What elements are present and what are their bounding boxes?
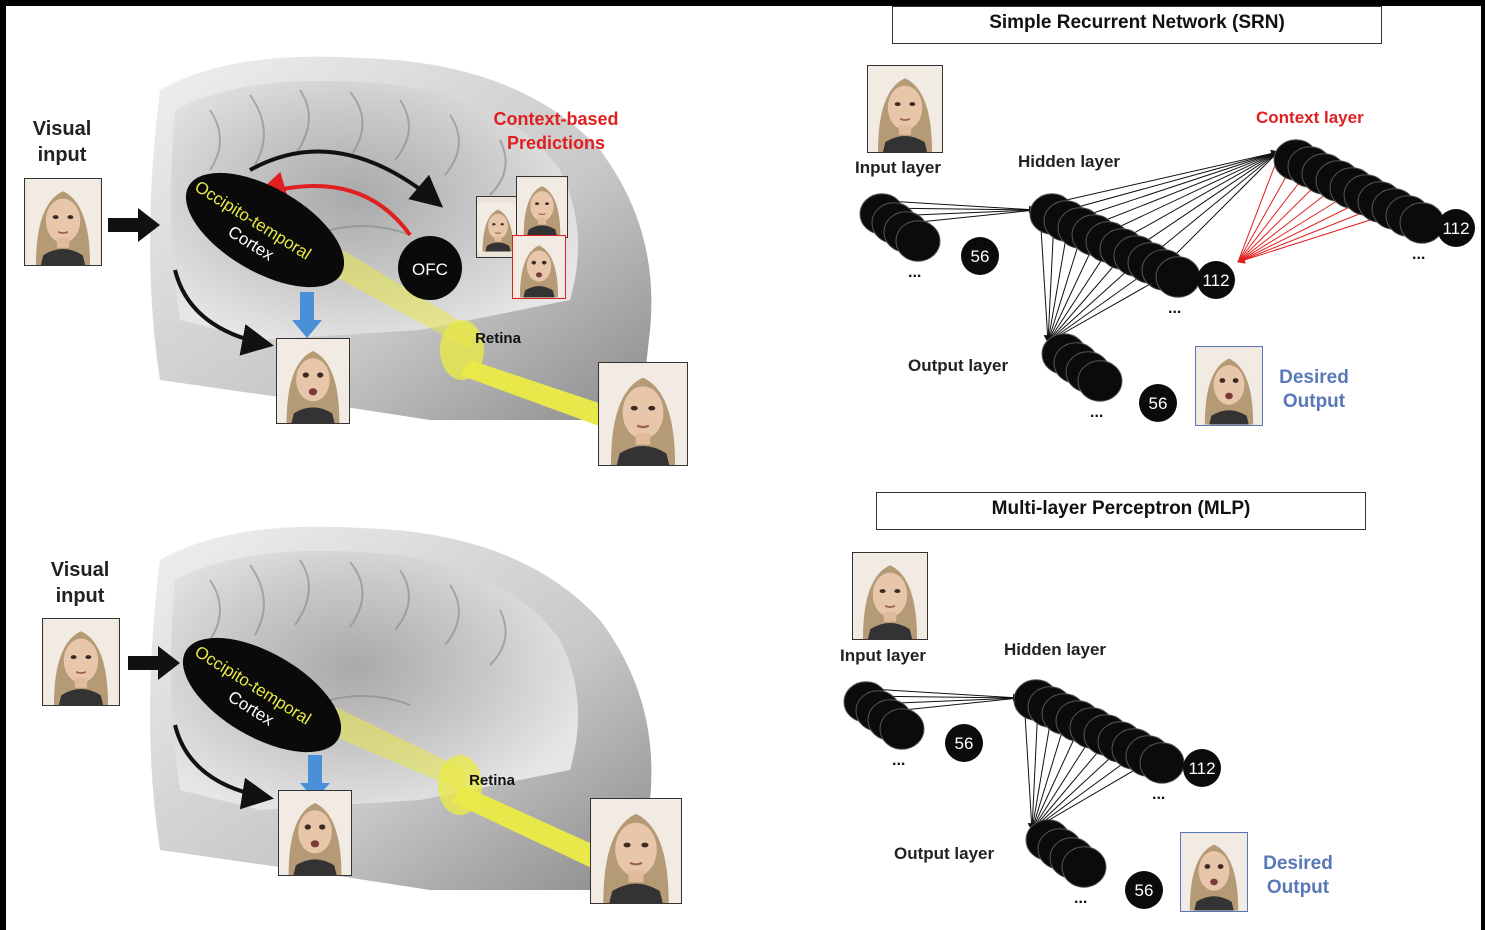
mlp-output-count: 56 xyxy=(1135,881,1154,900)
srn-input-layer-label: Input layer xyxy=(855,158,941,178)
srn-context-layer-label: Context layer xyxy=(1256,108,1364,128)
mlp-desired-output: Desired Output xyxy=(1252,852,1344,900)
mlp-input-ellipsis: ... xyxy=(892,752,905,769)
mlp-desired-line2: Output xyxy=(1252,876,1344,900)
srn-context-ellipsis: ... xyxy=(1412,246,1425,263)
mlp-title: Multi-layer Perceptron (MLP) xyxy=(876,492,1366,530)
srn-hidden-output-link xyxy=(1048,240,1096,342)
srn-input-unit xyxy=(896,221,940,261)
srn-output-layer-label: Output layer xyxy=(908,356,1008,376)
srn-hidden-count: 112 xyxy=(1202,271,1229,290)
srn-hidden-ellipsis: ... xyxy=(1168,300,1181,317)
srn-hidden-unit xyxy=(1156,257,1200,297)
top-context-label-1: Context-based xyxy=(493,109,618,129)
right-border xyxy=(1481,0,1485,930)
bottom-output-face xyxy=(278,790,352,876)
srn-input-face xyxy=(867,65,943,153)
srn-desired-line2: Output xyxy=(1268,390,1360,414)
srn-input-ellipsis: ... xyxy=(908,264,921,281)
mlp-desired-face xyxy=(1180,832,1248,912)
mlp-network: ... 56... 112... 56 xyxy=(740,540,1480,930)
mlp-hidden-layer-label: Hidden layer xyxy=(1004,640,1106,660)
prediction-face-3 xyxy=(512,235,566,299)
mlp-desired-line1: Desired xyxy=(1252,852,1344,876)
top-retina-face xyxy=(598,362,688,466)
mlp-input-unit xyxy=(880,709,924,749)
srn-desired-line1: Desired xyxy=(1268,366,1360,390)
top-visual-input-1: Visual xyxy=(33,118,92,140)
srn-hidden-context-link xyxy=(1168,152,1278,262)
mlp-hidden-unit xyxy=(1140,743,1184,783)
srn-context-unit xyxy=(1400,203,1444,243)
mlp-output-layer-label: Output layer xyxy=(894,844,994,864)
top-input-face xyxy=(24,178,102,266)
bottom-retina-label: Retina xyxy=(469,772,516,789)
srn-output-ellipsis: ... xyxy=(1090,404,1103,421)
srn-hidden-layer-label: Hidden layer xyxy=(1018,152,1120,172)
srn-network: ... 56... 112... 112... 56 xyxy=(740,50,1480,470)
top-retina-label: Retina xyxy=(475,330,522,347)
top-ofc-label: OFC xyxy=(412,260,448,279)
mlp-hidden-output-link xyxy=(1032,726,1080,830)
bottom-visual-input-1: Visual xyxy=(51,559,110,581)
bottom-visual-input-2: input xyxy=(56,585,105,607)
bottom-retina-face xyxy=(590,798,682,904)
mlp-diagram: ... 56... 112... 56 Input layer Hidden laye… xyxy=(740,540,1480,930)
srn-output-unit xyxy=(1078,361,1122,401)
mlp-hidden-ellipsis: ... xyxy=(1152,786,1165,803)
top-brain-panel: Occipito-temporal Cortex OFC Retina Cont… xyxy=(0,0,720,470)
srn-diagram: ... 56... 112... 112... 56 Input layer Hidde… xyxy=(740,50,1480,470)
mlp-input-layer-label: Input layer xyxy=(840,646,926,666)
top-output-face xyxy=(276,338,350,424)
srn-desired-output: Desired Output xyxy=(1268,366,1360,414)
srn-title: Simple Recurrent Network (SRN) xyxy=(892,6,1382,44)
bottom-brain-panel: Occipito-temporal Cortex Retina Visual i… xyxy=(0,480,720,930)
mlp-input-face xyxy=(852,552,928,640)
top-context-label-2: Predictions xyxy=(507,133,605,153)
srn-context-count: 112 xyxy=(1442,219,1469,238)
srn-hidden-context-link xyxy=(1152,152,1278,255)
srn-desired-face xyxy=(1195,346,1263,426)
top-visual-input-2: input xyxy=(38,144,87,166)
mlp-output-unit xyxy=(1062,847,1106,887)
bottom-input-face xyxy=(42,618,120,706)
mlp-hidden-count: 112 xyxy=(1188,759,1215,778)
mlp-input-count: 56 xyxy=(955,734,974,753)
srn-input-count: 56 xyxy=(971,247,990,266)
srn-output-count: 56 xyxy=(1149,394,1168,413)
mlp-output-ellipsis: ... xyxy=(1074,890,1087,907)
prediction-face-2 xyxy=(516,176,568,238)
